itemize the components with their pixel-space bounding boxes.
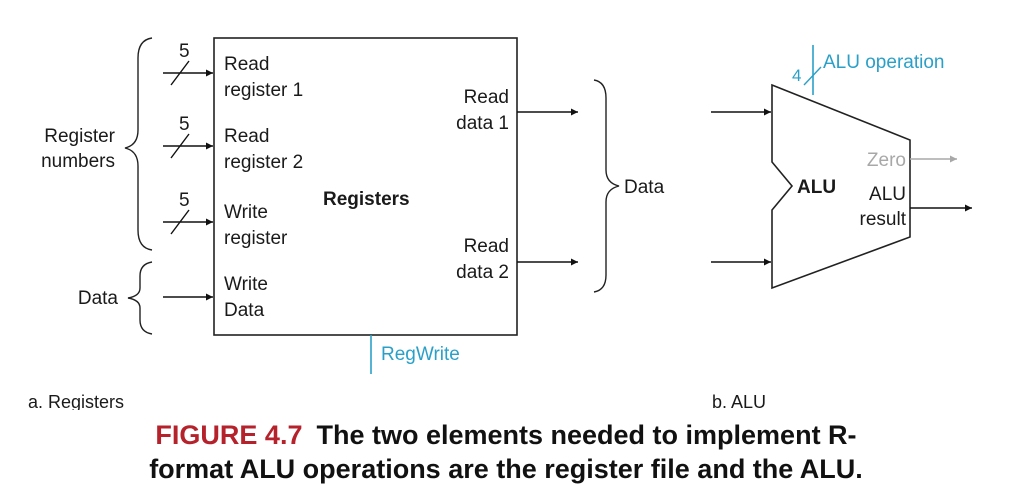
alu-operation-label: ALU operation — [823, 52, 944, 73]
register-file-box — [213, 37, 518, 336]
alu-sublabel: b. ALU — [712, 392, 766, 410]
read-data-2-label-1: Read — [464, 236, 509, 257]
read-register-1-label-1: Read — [224, 54, 269, 75]
write-data-label-2: Data — [224, 300, 265, 321]
read-data-2-label-2: data 2 — [456, 262, 509, 283]
registers-block-label: Registers — [323, 189, 410, 210]
alu: ALU ALU operation 4 Zero ALU result — [711, 45, 972, 290]
data-in-brace — [127, 261, 153, 335]
data-out-brace — [593, 79, 620, 293]
alu-operation-bits: 4 — [792, 66, 801, 85]
alu-result-label-1: ALU — [869, 184, 906, 205]
data-in-label: Data — [78, 288, 119, 309]
registers-sublabel: a. Registers — [28, 392, 124, 410]
register-numbers-label-1: Register — [44, 126, 115, 147]
read-register-2-label-1: Read — [224, 126, 269, 147]
zero-label: Zero — [867, 150, 906, 171]
read-data-1-label-1: Read — [464, 87, 509, 108]
bus-slash-icon — [170, 209, 190, 235]
read-register-1-label-2: register 1 — [224, 80, 303, 101]
bus-slash-icon — [170, 60, 190, 86]
caption-line-1: FIGURE 4.7 The two elements needed to imp… — [0, 418, 1012, 452]
caption-text-1: The two elements needed to implement R- — [316, 420, 857, 450]
figure-caption: FIGURE 4.7 The two elements needed to imp… — [0, 418, 1012, 486]
write-data-label-1: Write — [224, 274, 268, 295]
read-register-2-label-2: register 2 — [224, 152, 303, 173]
caption-line-2: format ALU operations are the register f… — [149, 454, 863, 484]
datapath-diagram: Registers Read register 1 Read register … — [28, 37, 972, 410]
bus-width-5: 5 — [179, 41, 190, 62]
bus-width-5: 5 — [179, 190, 190, 211]
read-data-1-label-2: data 1 — [456, 113, 509, 134]
figure-number: FIGURE 4.7 — [155, 420, 303, 450]
bus-slash-icon — [170, 133, 190, 159]
register-file: Registers Read register 1 Read register … — [41, 37, 665, 374]
bus-slash-icon — [803, 66, 822, 86]
write-register-label-2: register — [224, 228, 288, 249]
alu-body — [771, 83, 911, 290]
write-register-label-1: Write — [224, 202, 268, 223]
data-out-label: Data — [624, 177, 665, 198]
regwrite-label: RegWrite — [381, 344, 460, 365]
register-numbers-label-2: numbers — [41, 151, 115, 172]
alu-block-label: ALU — [797, 177, 836, 198]
alu-result-label-2: result — [860, 209, 907, 230]
register-numbers-brace — [124, 37, 153, 251]
bus-width-5: 5 — [179, 114, 190, 135]
